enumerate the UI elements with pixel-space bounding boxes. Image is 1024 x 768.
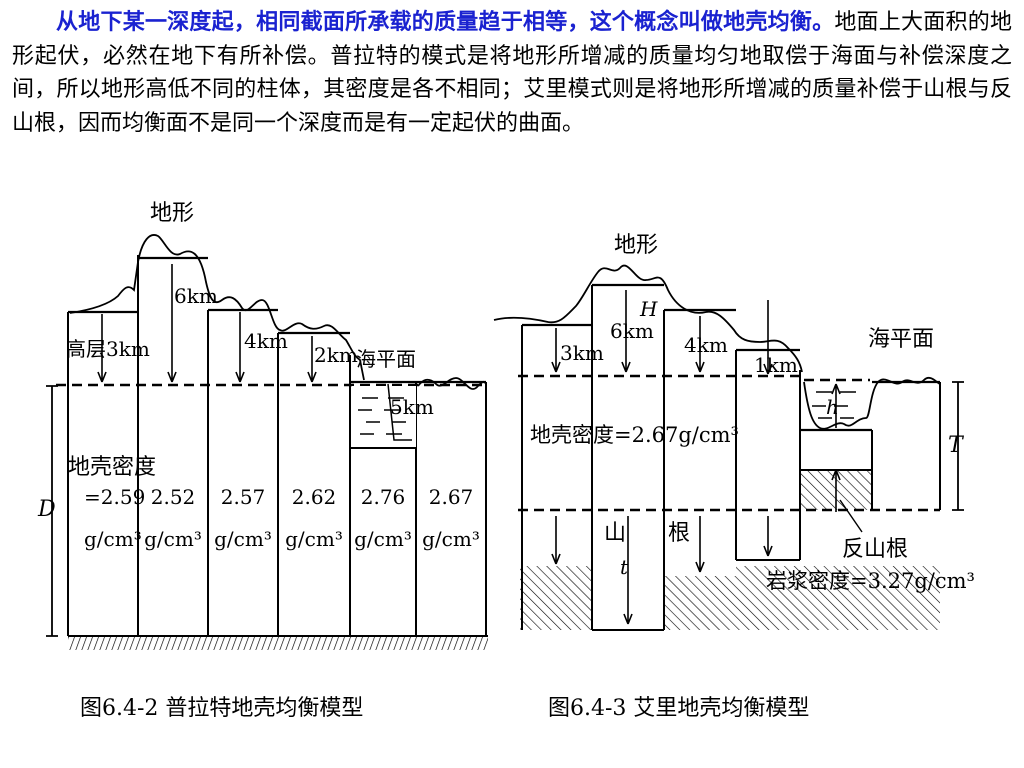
pratt-arrow-2km [307,336,317,383]
airy-label-antiroot: 反山根 [842,537,908,562]
pratt-label-5km: 5km [390,395,434,419]
pratt-depth-dimension [46,385,58,637]
airy-label-6km: 6km [610,319,654,343]
pratt-label-topography: 地形 [150,201,194,226]
airy-label-topography: 地形 [614,233,658,258]
pratt-arrow-6km [167,264,177,383]
airy-density-label: 地壳密度=2.67g/cm³ [530,423,739,447]
pratt-density-value: 2.57 [221,485,266,509]
pratt-density-value: 2.52 [151,485,196,509]
pratt-ground-hatch [68,636,488,650]
pratt-column-walls [67,255,487,636]
pratt-topography-curve [69,234,487,390]
airy-column-walls [521,285,941,630]
airy-arrow-root-t [623,516,633,625]
pratt-density-values: 2.52 g/cm³ 2.57 g/cm³ 2.62 g/cm³ 2.76 g/cm³ 2.67… [144,485,480,551]
pratt-model-diagram [46,234,488,650]
intro-body: 地面上大面积的地形起伏，必然在地下有所补偿。普拉特的模式是将地形所增减的质量均匀… [12,10,1012,136]
airy-mantle-density-label: 岩浆密度=3.27g/cm³ [766,569,975,593]
airy-arrow-3km [551,328,561,373]
pratt-density-value: 2.76 [361,485,406,509]
airy-label-T: T [948,433,965,458]
airy-label-4km: 4km [684,333,728,357]
pratt-label-4km: 4km [244,329,288,353]
pratt-caption: 图6.4-2 普拉特地壳均衡模型 [80,696,364,721]
pratt-water-lines [358,397,406,435]
airy-topography-curve [493,264,941,430]
intro-paragraph: 从地下某一深度起，相同截面所承载的质量趋于相等，这个概念叫做地壳均衡。地面上大面… [12,6,1012,140]
airy-label-1km: 1km [754,353,798,377]
pratt-arrow-4km [235,312,245,383]
airy-label-h: h [826,395,839,419]
intro-highlight: 从地下某一深度起，相同截面所承载的质量趋于相等，这个概念叫做地壳均衡。 [56,10,835,35]
pratt-density-unit: g/cm³ [144,527,202,551]
pratt-density-value: 2.67 [429,485,474,509]
pratt-density-unit: g/cm³ [214,527,272,551]
airy-caption: 图6.4-3 艾里地壳均衡模型 [548,696,810,721]
airy-water-lines [812,391,856,419]
pratt-density-value: 2.62 [292,485,337,509]
pratt-density-unit-1: g/cm³ [84,527,142,551]
pratt-label-2km: 2km [314,343,358,367]
airy-label-t: t [620,555,629,579]
airy-arrow-h [831,383,841,428]
airy-arrow-4km [695,316,705,373]
pratt-density-label-line2: =2.59 [84,485,145,509]
airy-model-diagram [493,264,964,631]
airy-label-root: 根 [668,521,690,546]
airy-mantle-hatch [520,566,940,630]
airy-label-sea-level: 海平面 [868,327,934,352]
airy-arrow-6km [621,290,631,373]
pratt-density-label-line1: 地壳密度 [68,455,156,480]
airy-label-mountain: 山 [604,521,626,546]
pratt-label-D: D [37,497,56,522]
pratt-arrow-3km [97,314,107,383]
pratt-label-sea-level: 海平面 [356,347,416,371]
airy-column-bottoms [736,510,801,561]
pratt-density-unit: g/cm³ [422,527,480,551]
pratt-density-unit: g/cm³ [354,527,412,551]
airy-label-3km: 3km [560,341,604,365]
pratt-density-unit: g/cm³ [285,527,343,551]
airy-label-H: H [639,297,658,321]
airy-arrow-1km [763,300,773,375]
airy-thickness-dimension [952,381,964,511]
pratt-label-6km: 6km [174,284,218,308]
pratt-label-high-3km: 高层3km [66,337,150,361]
